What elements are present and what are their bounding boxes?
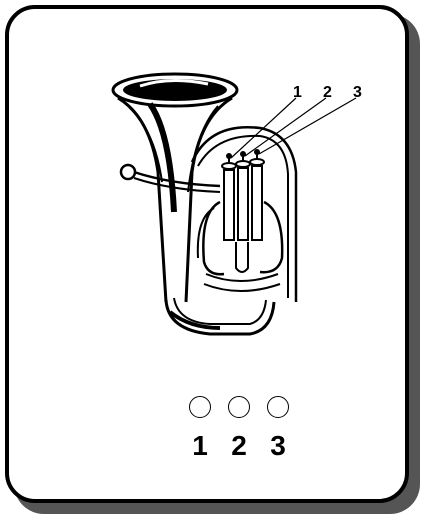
valve-2-number: 2 (231, 430, 247, 461)
valve-1-indicator[interactable] (189, 396, 211, 418)
valve-label-2: 2 (323, 84, 332, 101)
valve-2-indicator[interactable] (228, 396, 250, 418)
valve-3-number: 3 (270, 430, 286, 461)
valve-3-indicator[interactable] (267, 396, 289, 418)
euphonium-icon (111, 72, 357, 336)
valve-label-3: 3 (353, 84, 362, 101)
valve-1-number: 1 (192, 430, 208, 461)
valve-label-1: 1 (293, 84, 302, 101)
